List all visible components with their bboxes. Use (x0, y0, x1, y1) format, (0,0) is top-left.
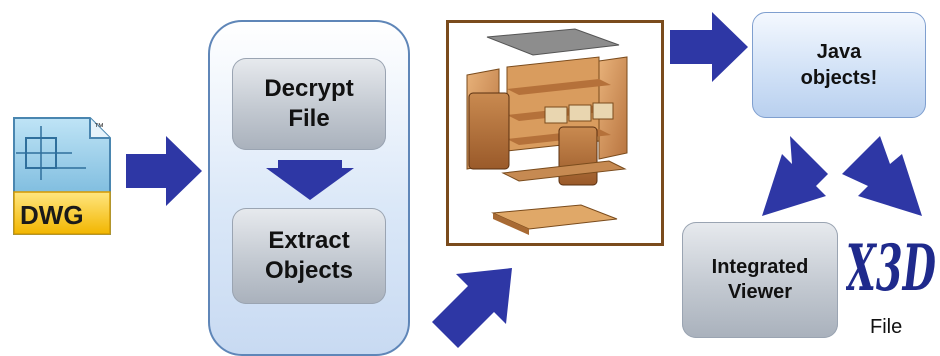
decrypt-file-step: Decrypt File (232, 58, 386, 150)
arrow-right-2 (670, 12, 748, 82)
integrated-viewer-label: Integrated Viewer (711, 256, 809, 303)
extract-objects-label: Extract Objects (264, 227, 354, 284)
arrow-right-1 (126, 136, 202, 206)
extract-objects-step: Extract Objects (232, 208, 386, 304)
arrow-up-right (432, 268, 512, 348)
x3d-logo: X3D (844, 220, 937, 310)
arrow-down-1 (266, 160, 354, 200)
x3d-file-label: File (870, 316, 903, 338)
java-objects-box: Java objects! (752, 12, 926, 118)
java-objects-label: Java objects! (800, 41, 878, 89)
x3d-logo-text: X3D (846, 231, 936, 306)
arrow-down-left (762, 136, 828, 216)
dwg-file-icon: DWG ™ (12, 116, 122, 236)
integrated-viewer-box: Integrated Viewer (682, 222, 838, 338)
arrow-down-right (842, 136, 922, 216)
trademark-mark: ™ (94, 122, 104, 133)
decrypt-file-label: Decrypt File (264, 75, 354, 132)
exploded-cabinet-image (446, 20, 664, 246)
dwg-label: DWG (20, 200, 84, 230)
